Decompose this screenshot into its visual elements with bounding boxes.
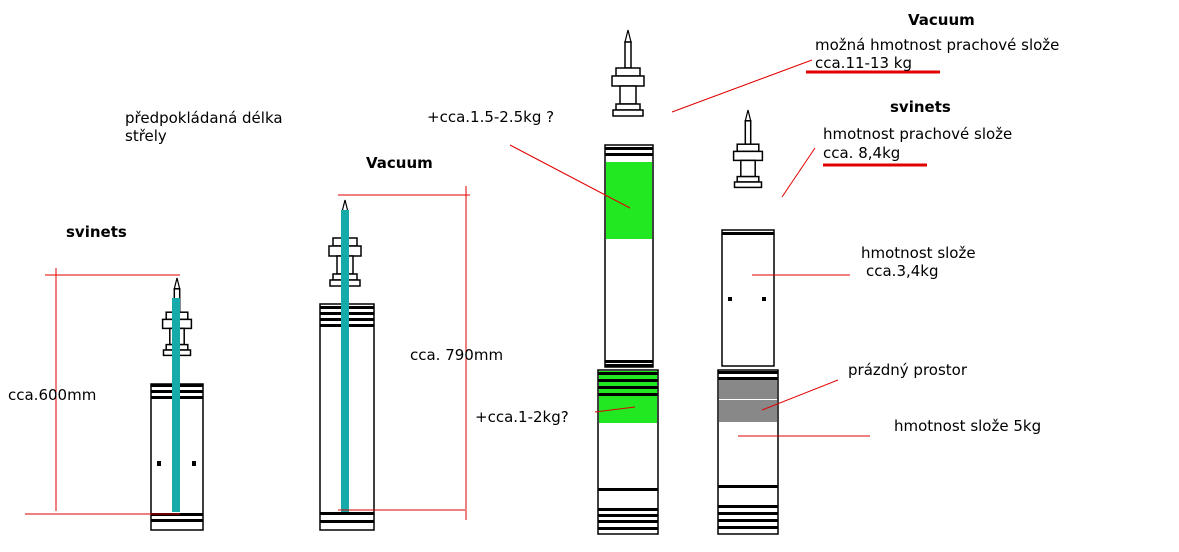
pointer-vacuum-top: [671, 59, 813, 113]
svinets-right-label: svinets: [890, 98, 951, 116]
rocket3-bottom-band: [598, 527, 658, 530]
rocket3-head-neck-base: [615, 103, 641, 111]
rocket3-head-shoulder: [612, 109, 644, 117]
pointer-upper-green: [509, 144, 631, 209]
rocket3-head-collar-top: [615, 67, 641, 77]
rocket3-lower-band: [598, 379, 658, 382]
powder-mass-label-line1: hmotnost prachové slože: [823, 125, 1012, 143]
rocket4-head-collar-top: [736, 143, 760, 153]
rocket4-head-collar: [732, 150, 764, 162]
rocket3-lower-band: [598, 393, 658, 396]
rocket3-green-upper: [606, 162, 652, 239]
rocket4-rivet-left: [728, 297, 732, 301]
rocket1-rivet-right: [192, 461, 196, 466]
rocket4-head-tip: [744, 109, 752, 122]
rocket4-upper-band: [722, 232, 774, 235]
rocket3-head-tip: [624, 29, 632, 43]
extra-mass-lower-label: +cca.1-2kg?: [475, 408, 569, 426]
pointer-empty-space: [761, 379, 839, 411]
rocket2-bottom-band: [320, 512, 374, 515]
rocket4-lower-band: [718, 377, 778, 380]
charge-mass-label-line2: cca.3,4kg: [866, 262, 939, 280]
rocket3-mid-band: [605, 360, 653, 363]
rocket4-bottom-band: [718, 505, 778, 508]
rocket4-bottom-band: [718, 519, 778, 522]
vacuum-top-label: Vacuum: [908, 11, 975, 29]
extra-mass-upper-label: +cca.1.5-2.5kg ?: [427, 108, 554, 126]
pointer-powder-mass: [781, 147, 816, 198]
rocket3-head-neck: [619, 85, 637, 105]
charge-mass-label-line1: hmotnost slože: [861, 244, 976, 262]
svinets-left-label: svinets: [66, 223, 127, 241]
rocket1-projectile: [172, 298, 180, 512]
rocket2-projectile: [341, 210, 349, 512]
possible-mass-label-line2: cca.11-13 kg: [815, 54, 912, 72]
rocket4-bottom-band: [718, 512, 778, 515]
rocket4-bottom-band: [718, 485, 778, 488]
rocket4-head-shoulder: [733, 181, 763, 189]
empty-space-label: prázdný prostor: [848, 361, 968, 379]
projectile-length-label-line1: předpokládaná délka: [125, 109, 283, 127]
rocket4-bottom-band: [718, 526, 778, 529]
rocket1-bottom-band: [151, 519, 203, 522]
rocket3-upper-band: [605, 153, 653, 156]
charge-5kg-label: hmotnost slože 5kg: [894, 417, 1041, 435]
vacuum-mid-label: Vacuum: [366, 154, 433, 172]
rocket4-rivet-right: [762, 297, 766, 301]
rocket4-head-spike: [744, 120, 752, 145]
rocket3-bottom-band: [598, 508, 658, 511]
rocket3-green-lower: [599, 371, 657, 423]
rocket1-head-tip: [173, 277, 181, 290]
pointer-lower-green: [594, 406, 636, 413]
rocket4-gray-band: [719, 379, 777, 399]
length-790mm-label: cca. 790mm: [410, 346, 503, 364]
rocket3-lower-band: [598, 372, 658, 375]
projectile-length-label-line2: střely: [125, 127, 167, 145]
powder-mass-label-line2: cca. 8,4kg: [823, 144, 900, 162]
rocket3-bottom-band: [598, 514, 658, 517]
rocket3-mid-band: [605, 364, 653, 367]
rocket3-bottom-band: [598, 488, 658, 491]
length-600mm-label: cca.600mm: [8, 386, 96, 404]
rocket4-head-neck: [740, 159, 756, 178]
rocket4-lower-band: [718, 371, 778, 374]
rocket3-head-spike: [624, 41, 632, 69]
rocket3-head-collar: [611, 75, 645, 87]
possible-mass-label-line1: možná hmotnost prachové slože: [815, 36, 1059, 54]
rocket3-bottom-band: [598, 520, 658, 523]
rocket3-upper-band: [605, 147, 653, 150]
rocket3-lower-band: [598, 386, 658, 389]
rocket4-head-neck-base: [736, 175, 760, 183]
rocket2-bottom-band: [320, 520, 374, 523]
rocket4-empty-space: [719, 400, 777, 422]
rocket1-rivet-left: [157, 461, 161, 466]
